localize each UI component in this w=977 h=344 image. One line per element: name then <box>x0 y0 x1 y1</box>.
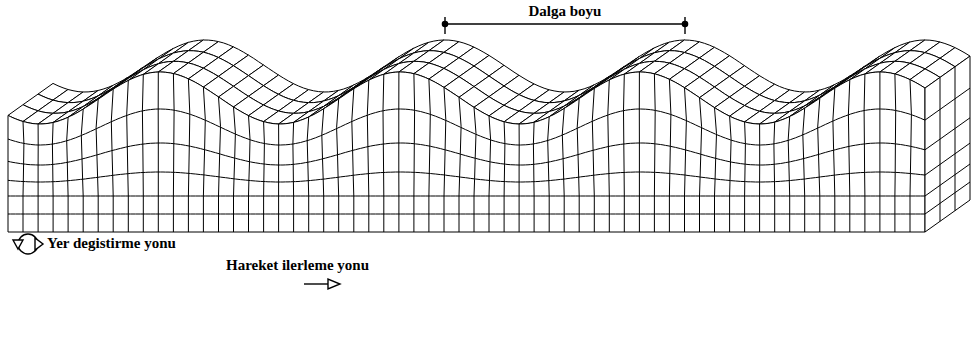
side-layer-line <box>925 143 970 175</box>
grid-line <box>111 89 113 232</box>
grid-line <box>234 107 236 232</box>
grid-line <box>307 117 309 232</box>
grid-line <box>322 109 324 232</box>
grid-line <box>127 81 129 233</box>
layer-line <box>8 109 925 145</box>
wavelength-marker <box>682 21 687 26</box>
layer-line <box>8 214 925 215</box>
grid-line <box>592 89 594 233</box>
grid-line <box>519 124 520 232</box>
layer-line <box>8 196 925 197</box>
grid-line <box>533 122 535 232</box>
side-grid-line <box>940 77 941 221</box>
grid-line <box>38 124 39 232</box>
grid-line <box>654 74 656 232</box>
side-layer-line <box>925 164 970 196</box>
layer-line <box>8 172 925 182</box>
grid-line <box>803 108 805 232</box>
grid-line <box>910 80 911 232</box>
grid-line <box>715 108 717 232</box>
motion-arrowhead <box>13 240 23 249</box>
wavelength-label: Dalga boyu <box>529 3 602 20</box>
grid-line <box>67 117 68 232</box>
grid-line <box>292 122 294 232</box>
motion-arrowhead <box>35 238 43 250</box>
grid-line <box>352 89 354 232</box>
grid-line <box>459 97 461 232</box>
grid-line <box>142 74 144 232</box>
grid-line <box>639 72 640 232</box>
grid-line <box>188 79 189 232</box>
grid-line <box>788 117 790 233</box>
grid-line <box>608 80 610 232</box>
grid-line <box>730 116 732 232</box>
grid-line <box>413 74 415 232</box>
grid-line <box>203 87 205 232</box>
grid-line <box>444 87 446 232</box>
grid-line <box>623 74 625 232</box>
grid-line <box>833 88 835 232</box>
grid-line <box>577 99 579 233</box>
grid-line <box>474 107 476 232</box>
grid-line <box>504 122 506 232</box>
grid-line <box>773 122 775 232</box>
grid-line <box>879 72 880 232</box>
propagation-arrow <box>304 283 328 284</box>
side-layer-line <box>925 182 970 214</box>
grid-line <box>429 79 430 232</box>
side-layer-line <box>925 88 970 120</box>
grid-line <box>383 74 385 232</box>
grid-line <box>367 80 369 232</box>
grid-line <box>759 124 760 232</box>
grid-line <box>158 72 159 232</box>
side-face <box>925 56 970 232</box>
motion-label: Yer degistirme yonu <box>47 235 176 252</box>
grid-line <box>818 98 820 232</box>
wavelength-line <box>445 23 685 24</box>
grid-line <box>700 98 702 232</box>
grid-line <box>96 99 98 232</box>
grid-line <box>23 122 25 233</box>
grid-line <box>219 97 221 232</box>
grid-line <box>398 72 399 232</box>
front-face <box>8 72 925 232</box>
grid-line <box>894 74 896 232</box>
layer-line <box>8 143 925 165</box>
grid-line <box>263 122 265 232</box>
grid-line <box>337 99 339 232</box>
propagation-label: Hareket ilerleme yonu <box>226 257 369 274</box>
side-grid-line <box>955 67 956 211</box>
grid-line <box>278 124 279 232</box>
grid-line <box>249 116 251 232</box>
grid-line <box>81 109 83 232</box>
grid-line <box>173 74 175 232</box>
side-layer-line <box>925 118 970 150</box>
grid-line <box>489 116 491 232</box>
grid-line <box>848 80 849 232</box>
grid-line <box>685 88 687 232</box>
grid-line <box>52 123 54 233</box>
grid-line <box>864 74 866 232</box>
grid-line <box>669 79 671 232</box>
wavelength-marker <box>442 21 447 26</box>
grid-line <box>744 122 746 232</box>
grid-line <box>548 117 550 232</box>
grid-line <box>562 108 564 232</box>
propagation-arrowhead <box>328 279 340 289</box>
